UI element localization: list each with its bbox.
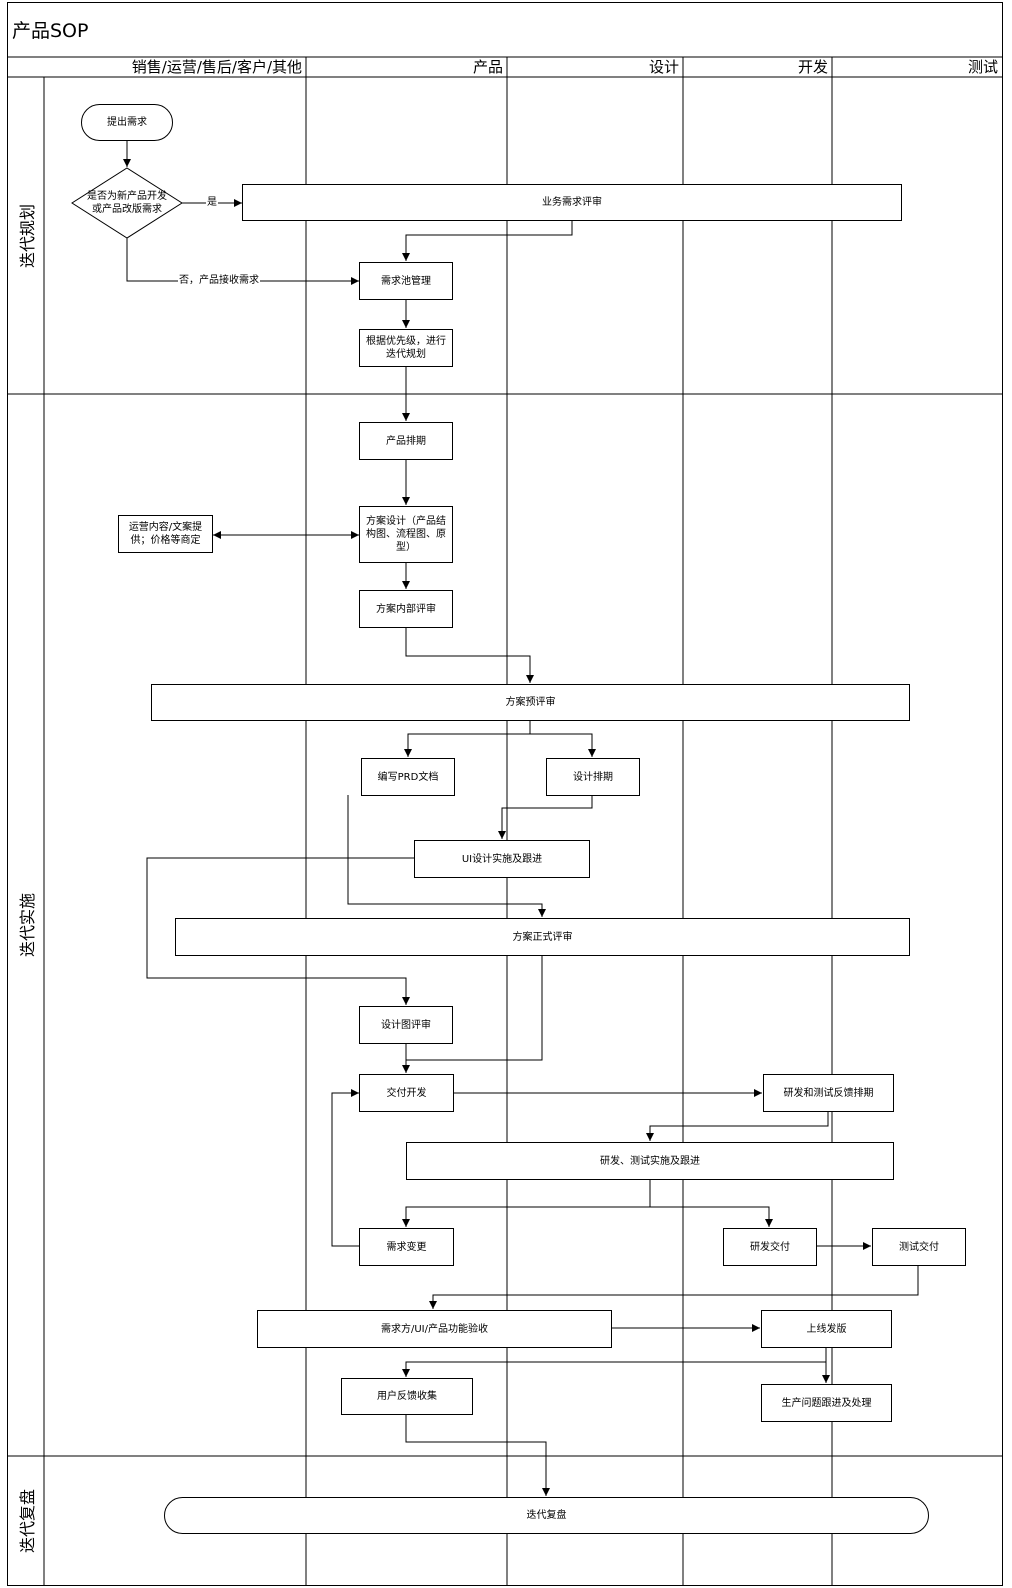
lane-header-design: 设计 — [648, 58, 679, 76]
node-change: 需求变更 — [359, 1228, 454, 1266]
edge-prd-formal — [347, 795, 546, 917]
node-design-schedule: 设计排期 — [546, 758, 640, 796]
edge-rdschedule-rdimpl — [646, 1112, 829, 1141]
edge-pre-prd — [404, 721, 531, 757]
lane-header-product: 产品 — [472, 58, 503, 76]
node-design-review: 设计图评审 — [359, 1006, 453, 1044]
node-dev-deliver: 研发交付 — [723, 1228, 817, 1266]
node-ui-impl: UI设计实施及跟进 — [414, 840, 590, 878]
node-pool: 需求池管理 — [359, 262, 453, 300]
lane-header-test: 测试 — [967, 58, 998, 76]
node-design-plan: 方案设计（产品结构图、流程图、原型） — [359, 506, 453, 563]
diagram-frame — [7, 2, 1003, 1586]
edge-change-deliver — [331, 1089, 359, 1247]
node-ops-content: 运营内容/文案提供；价格等商定 — [118, 515, 213, 553]
edge-internal-pre — [405, 627, 534, 683]
node-plan: 根据优先级，进行迭代规划 — [359, 329, 453, 367]
edge-formal-deliver — [406, 955, 543, 1061]
lane-header-dev: 开发 — [797, 58, 828, 76]
page-title: 产品SOP — [12, 20, 89, 42]
edge-pre-dschedule — [530, 733, 596, 757]
node-release: 上线发版 — [761, 1310, 892, 1348]
node-internal-review: 方案内部评审 — [359, 590, 453, 628]
edge-decision-no — [126, 238, 359, 285]
node-acceptance: 需求方/UI/产品功能验收 — [257, 1310, 612, 1348]
edge-release-feedback — [402, 1347, 827, 1377]
edge-ui-designreview — [146, 857, 414, 1005]
edge-testdeliver-acceptance — [429, 1265, 919, 1309]
node-feedback: 用户反馈收集 — [341, 1378, 473, 1415]
node-start: 提出需求 — [81, 104, 173, 141]
lane-header-sales: 销售/运营/售后/客户/其他 — [131, 58, 302, 76]
node-pre-review: 方案预评审 — [151, 684, 910, 721]
edge-rdimpl-devdeliver — [650, 1206, 773, 1227]
edge-rdimpl-change — [402, 1179, 651, 1227]
node-test-deliver: 测试交付 — [872, 1228, 966, 1266]
edge-feedback-retro — [405, 1414, 550, 1496]
grid-lines — [7, 56, 1003, 1586]
edge-label-no: 否，产品接收需求 — [178, 275, 260, 287]
node-decision: 是否为新产品开发或产品改版需求 — [87, 191, 167, 215]
edge-bizreview-pool — [402, 220, 573, 261]
node-formal-review: 方案正式评审 — [175, 918, 910, 956]
node-prd: 编写PRD文档 — [361, 758, 455, 796]
node-schedule: 产品排期 — [359, 422, 453, 460]
node-prod-issue: 生产问题跟进及处理 — [761, 1384, 892, 1422]
decision-diamond — [71, 167, 183, 239]
node-rd-impl: 研发、测试实施及跟进 — [406, 1142, 894, 1180]
node-deliver-dev: 交付开发 — [359, 1074, 454, 1112]
node-rd-schedule: 研发和测试反馈排期 — [763, 1074, 894, 1112]
edge-label-yes: 是 — [206, 197, 218, 209]
edge-dschedule-ui — [498, 795, 593, 839]
node-retro: 迭代复盘 — [164, 1497, 929, 1534]
node-biz-review: 业务需求评审 — [242, 184, 902, 221]
